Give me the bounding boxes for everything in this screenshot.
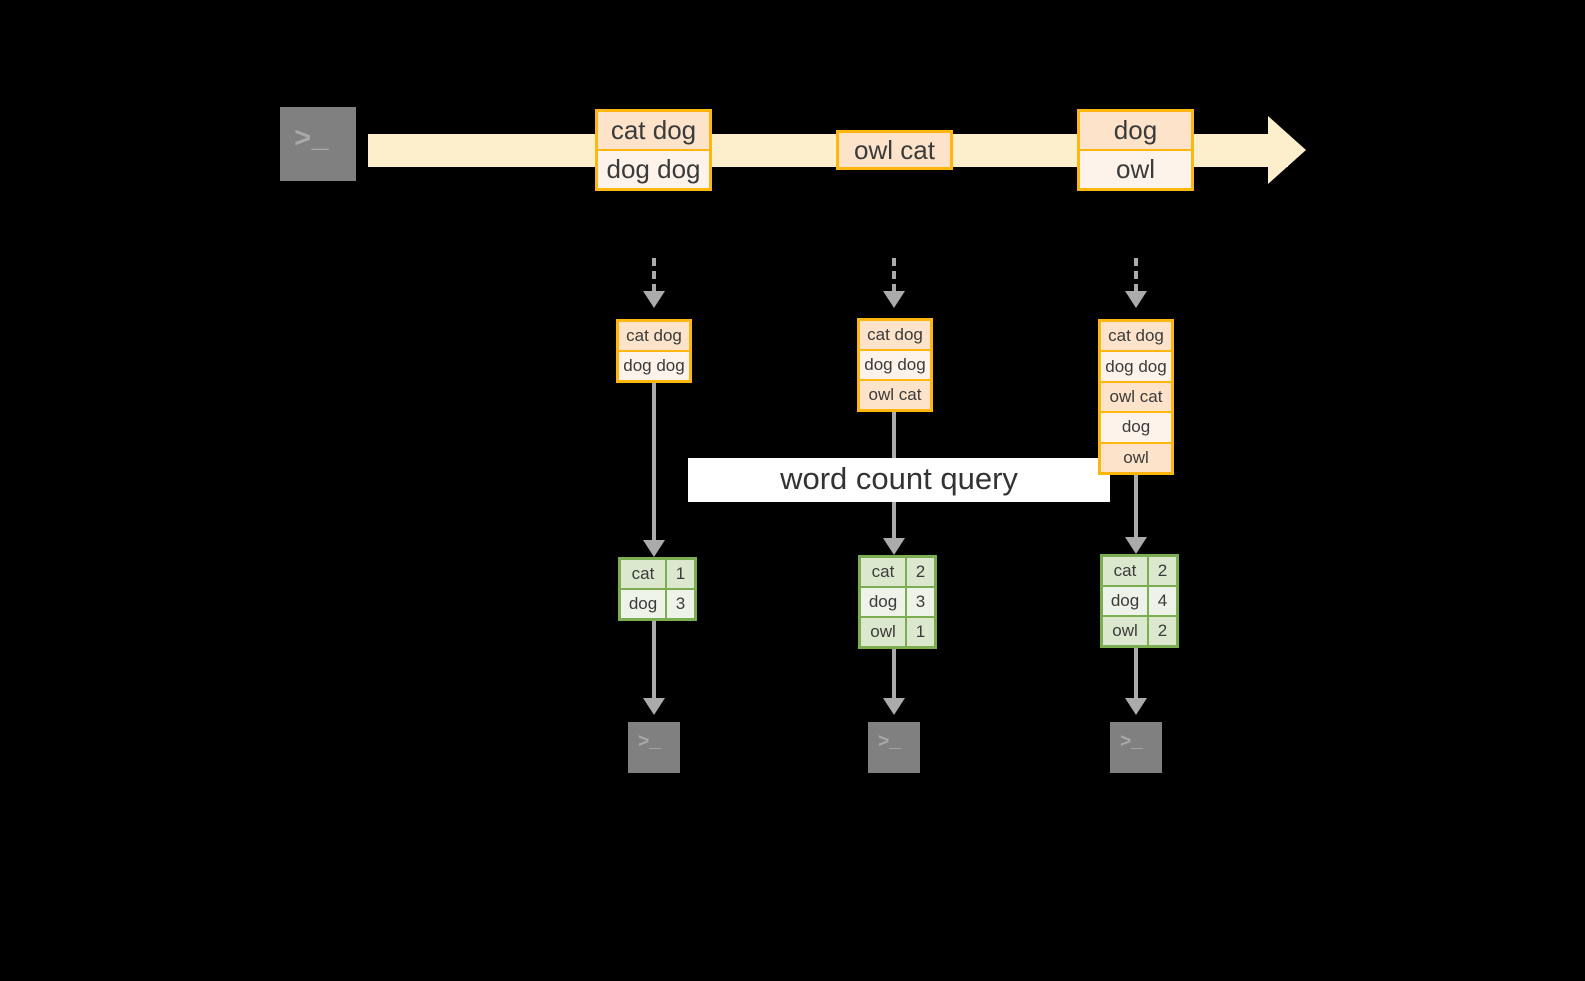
result-count: 3	[907, 588, 934, 616]
result-count: 2	[907, 558, 934, 586]
terminal-screen	[1110, 722, 1162, 773]
stage-2-sink-arrow-line	[892, 649, 896, 699]
stream-record-line: dog dog	[598, 151, 709, 188]
result-row[interactable]: owl 1	[861, 618, 934, 646]
stage-2-input-arrowhead	[883, 291, 905, 308]
stream-arrowhead	[1268, 116, 1306, 184]
stream-table-row: cat dog	[619, 322, 689, 352]
stream-record-line: owl cat	[839, 133, 950, 167]
stage-1-sink-terminal-icon[interactable]: >_	[621, 715, 687, 780]
stage-2-sink-arrowhead	[883, 698, 905, 715]
terminal-prompt-glyph: >_	[294, 123, 329, 156]
stage-3-query-arrowhead	[1125, 537, 1147, 554]
stream-record[interactable]: dog owl	[1077, 109, 1194, 191]
terminal-prompt-glyph: >_	[638, 731, 661, 753]
stream-table-row: dog	[1101, 413, 1171, 444]
stage-2-sink-terminal-icon[interactable]: >_	[861, 715, 927, 780]
stream-record-line: owl	[1080, 151, 1191, 188]
stream-table-row: owl cat	[860, 381, 930, 409]
terminal-screen	[280, 107, 356, 181]
stage-3-stream-table[interactable]: cat dog dog dog owl cat dog owl	[1098, 319, 1174, 475]
stage-1-result-table[interactable]: cat 1 dog 3	[618, 557, 697, 621]
stage-3-result-table[interactable]: cat 2 dog 4 owl 2	[1100, 554, 1179, 648]
stream-table-row: dog dog	[619, 352, 689, 380]
stage-3-sink-terminal-icon[interactable]: >_	[1103, 715, 1169, 780]
result-word: cat	[1103, 557, 1149, 585]
terminal-prompt-glyph: >_	[878, 731, 901, 753]
stage-1-input-arrow-line	[652, 258, 656, 292]
result-count: 1	[907, 618, 934, 646]
result-row[interactable]: dog 3	[621, 590, 694, 618]
stage-1-query-arrow-line	[652, 383, 656, 541]
stage-1-stream-table[interactable]: cat dog dog dog	[616, 319, 692, 383]
stream-table-row: owl	[1101, 443, 1171, 473]
stage-3-input-arrowhead	[1125, 291, 1147, 308]
result-word: dog	[621, 590, 667, 618]
query-label: word count query	[780, 461, 1018, 496]
stage-1-input-arrowhead	[643, 291, 665, 308]
stream-record-line: dog	[1080, 112, 1191, 151]
query-label-band: word count query	[688, 458, 1110, 502]
stage-2-stream-table[interactable]: cat dog dog dog owl cat	[857, 318, 933, 412]
stage-3-sink-arrowhead	[1125, 698, 1147, 715]
stage-1-query-arrowhead	[643, 540, 665, 557]
result-word: dog	[861, 588, 907, 616]
stage-2-input-arrow-line	[892, 258, 896, 292]
stage-2-result-table[interactable]: cat 2 dog 3 owl 1	[858, 555, 937, 649]
stage-3-input-arrow-line	[1134, 258, 1138, 292]
source-terminal-icon[interactable]: >_	[273, 100, 363, 188]
result-word: owl	[1103, 617, 1149, 645]
result-word: owl	[861, 618, 907, 646]
result-row[interactable]: cat 1	[621, 560, 694, 590]
result-row[interactable]: owl 2	[1103, 617, 1176, 645]
result-word: cat	[861, 558, 907, 586]
stage-1-sink-arrow-line	[652, 621, 656, 699]
terminal-screen	[628, 722, 680, 773]
stream-record-line: cat dog	[598, 112, 709, 151]
stream-table-row: cat dog	[860, 321, 930, 351]
stream-table-row: owl cat	[1101, 382, 1171, 414]
result-count: 3	[667, 590, 694, 618]
result-row[interactable]: dog 4	[1103, 587, 1176, 617]
stream-table-row: dog dog	[860, 351, 930, 381]
stream-table-row: dog dog	[1101, 352, 1171, 383]
result-word: cat	[621, 560, 667, 588]
stream-record[interactable]: owl cat	[836, 130, 953, 170]
terminal-screen	[868, 722, 920, 773]
stage-1-sink-arrowhead	[643, 698, 665, 715]
stream-record[interactable]: cat dog dog dog	[595, 109, 712, 191]
result-word: dog	[1103, 587, 1149, 615]
stage-3-query-arrow-line	[1134, 475, 1138, 538]
result-count: 2	[1149, 557, 1176, 585]
result-row[interactable]: cat 2	[861, 558, 934, 588]
stage-3-sink-arrow-line	[1134, 648, 1138, 699]
result-count: 1	[667, 560, 694, 588]
result-row[interactable]: cat 2	[1103, 557, 1176, 587]
result-row[interactable]: dog 3	[861, 588, 934, 618]
stream-table-row: cat dog	[1101, 322, 1171, 353]
stage-2-query-arrowhead	[883, 538, 905, 555]
result-count: 4	[1149, 587, 1176, 615]
terminal-prompt-glyph: >_	[1120, 731, 1143, 753]
result-count: 2	[1149, 617, 1176, 645]
